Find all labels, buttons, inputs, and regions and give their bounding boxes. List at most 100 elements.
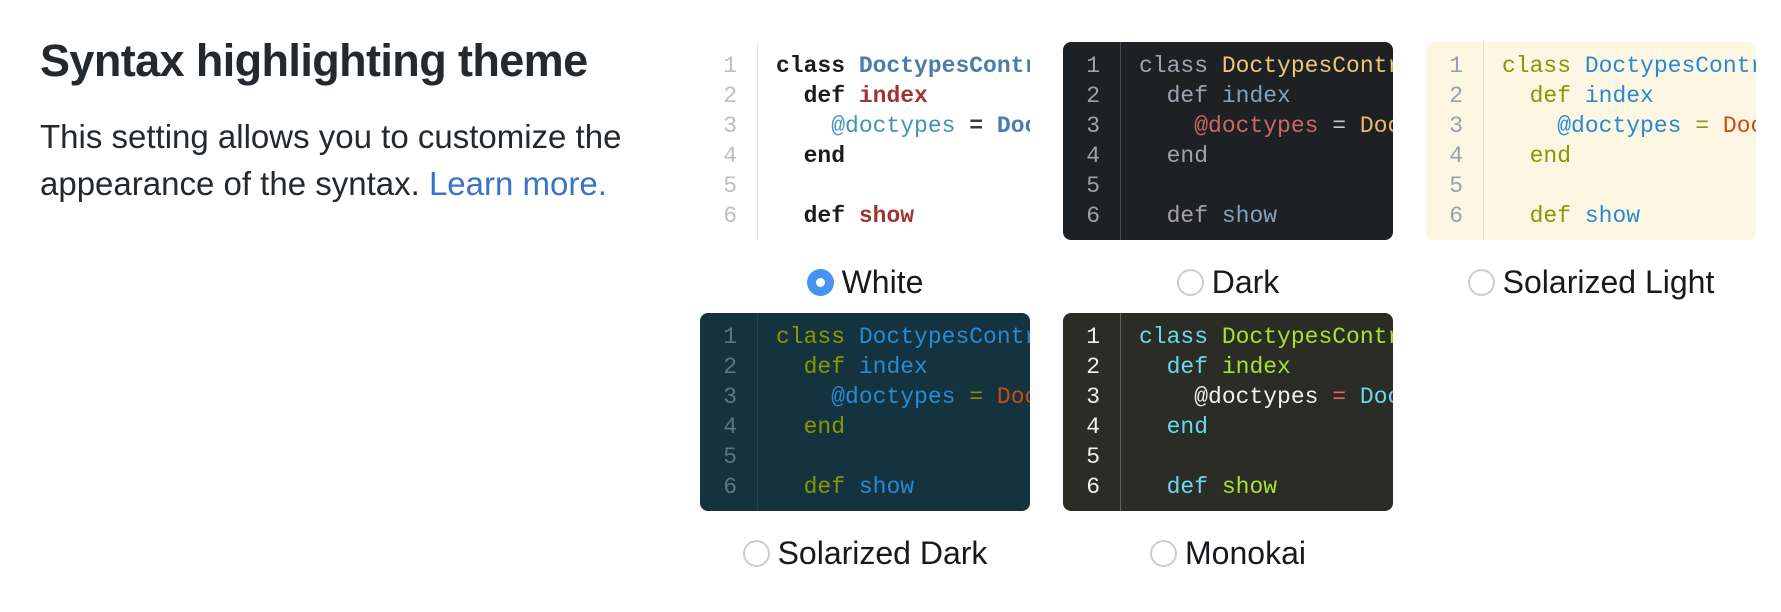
theme-option-white: 1 2 3 4 5 6 class DoctypesController def inde… <box>700 42 1030 313</box>
theme-preview-solarized-light[interactable]: 1 2 3 4 5 6 class DoctypesController def inde… <box>1426 42 1756 240</box>
line-number: 4 <box>723 143 737 169</box>
line-number: 3 <box>723 384 737 410</box>
code-line: def show <box>1529 203 1641 229</box>
line-number-gutter: 1 2 3 4 5 6 <box>1426 42 1484 240</box>
section-description: This setting allows you to customize the… <box>40 113 660 207</box>
code-line: class DoctypesController <box>776 324 1030 350</box>
line-number-gutter: 1 2 3 4 5 6 <box>700 313 758 511</box>
code-line: def show <box>803 474 915 500</box>
line-number-gutter: 1 2 3 4 5 6 <box>1063 313 1121 511</box>
code-line: end <box>1166 414 1209 440</box>
line-number: 5 <box>1086 173 1100 199</box>
line-number: 5 <box>1086 444 1100 470</box>
code-line: end <box>1529 143 1572 169</box>
code-line: def show <box>1166 474 1278 500</box>
line-number: 5 <box>723 173 737 199</box>
radio-label-solarized-dark[interactable]: Solarized Dark <box>777 535 988 571</box>
radio-label-solarized-light[interactable]: Solarized Light <box>1502 264 1715 300</box>
learn-more-link[interactable]: Learn more. <box>428 165 607 202</box>
line-number: 2 <box>723 83 737 109</box>
code-sample: class DoctypesController def index @doct… <box>758 42 1030 240</box>
code-line: class DoctypesController <box>776 53 1030 79</box>
theme-radio-row: Solarized Dark <box>700 511 1030 584</box>
line-number: 4 <box>1086 414 1100 440</box>
code-line: end <box>1166 143 1209 169</box>
code-line <box>1139 171 1393 201</box>
code-line: end <box>803 414 846 440</box>
code-line: def index <box>1166 83 1291 109</box>
settings-text-block: Syntax highlighting theme This setting a… <box>40 34 660 207</box>
line-number: 6 <box>1086 203 1100 229</box>
description-line2: appearance of the syntax. <box>40 165 429 202</box>
line-number: 4 <box>1086 143 1100 169</box>
line-number: 2 <box>1086 83 1100 109</box>
line-number: 3 <box>1086 384 1100 410</box>
code-line: def index <box>1166 354 1291 380</box>
code-line: @doctypes = Doctype.all <box>1194 384 1393 410</box>
code-line <box>1139 442 1393 472</box>
theme-option-solarized-dark: 1 2 3 4 5 6 class DoctypesController def inde… <box>700 313 1030 584</box>
radio-white[interactable] <box>806 269 834 296</box>
theme-radio-row: Monokai <box>1063 511 1393 584</box>
code-line: def index <box>803 83 928 109</box>
radio-solarized-light[interactable] <box>1467 269 1495 296</box>
line-number: 1 <box>1449 53 1463 79</box>
code-line: class DoctypesController <box>1139 324 1393 350</box>
line-number: 5 <box>1449 173 1463 199</box>
line-number: 2 <box>723 354 737 380</box>
code-line <box>1502 171 1756 201</box>
page-title: Syntax highlighting theme <box>40 35 588 86</box>
line-number: 5 <box>723 444 737 470</box>
theme-radio-row: Dark <box>1063 240 1393 313</box>
code-line: @doctypes = Doctype.all <box>831 113 1030 139</box>
theme-option-solarized-light: 1 2 3 4 5 6 class DoctypesController def inde… <box>1426 42 1756 313</box>
theme-radio-row: White <box>700 240 1030 313</box>
line-number: 2 <box>1086 354 1100 380</box>
line-number: 1 <box>723 324 737 350</box>
line-number: 2 <box>1449 83 1463 109</box>
code-line: def show <box>1166 203 1278 229</box>
line-number-gutter: 1 2 3 4 5 6 <box>700 42 758 240</box>
radio-monokai[interactable] <box>1150 540 1178 567</box>
code-line: end <box>803 143 846 169</box>
line-number: 1 <box>723 53 737 79</box>
line-number: 3 <box>1086 113 1100 139</box>
code-sample: class DoctypesController def index @doct… <box>758 313 1030 511</box>
line-number: 4 <box>723 414 737 440</box>
code-line: @doctypes = Doctype.all <box>831 384 1030 410</box>
radio-label-dark[interactable]: Dark <box>1211 264 1280 300</box>
code-line <box>776 171 1030 201</box>
theme-radio-row: Solarized Light <box>1426 240 1756 313</box>
code-line: @doctypes = Doctype.all <box>1194 113 1393 139</box>
code-line: class DoctypesController <box>1139 53 1393 79</box>
line-number: 4 <box>1449 143 1463 169</box>
theme-preview-solarized-dark[interactable]: 1 2 3 4 5 6 class DoctypesController def inde… <box>700 313 1030 511</box>
code-line: def show <box>803 203 915 229</box>
radio-label-monokai[interactable]: Monokai <box>1185 535 1306 571</box>
line-number: 6 <box>1449 203 1463 229</box>
theme-preview-white[interactable]: 1 2 3 4 5 6 class DoctypesController def inde… <box>700 42 1030 240</box>
code-sample: class DoctypesController def index @doct… <box>1121 313 1393 511</box>
line-number: 6 <box>723 474 737 500</box>
code-line: def index <box>1529 83 1654 109</box>
line-number: 3 <box>723 113 737 139</box>
radio-label-white[interactable]: White <box>841 264 924 300</box>
code-line: @doctypes = Doctype.all <box>1557 113 1756 139</box>
description-line1: This setting allows you to customize the <box>40 118 622 155</box>
radio-solarized-dark[interactable] <box>742 540 770 567</box>
line-number: 6 <box>1086 474 1100 500</box>
line-number: 6 <box>723 203 737 229</box>
radio-dark[interactable] <box>1176 269 1204 296</box>
theme-option-monokai: 1 2 3 4 5 6 class DoctypesController def inde… <box>1063 313 1393 584</box>
code-sample: class DoctypesController def index @doct… <box>1121 42 1393 240</box>
line-number: 3 <box>1449 113 1463 139</box>
line-number: 1 <box>1086 324 1100 350</box>
theme-grid: 1 2 3 4 5 6 class DoctypesController def inde… <box>700 42 1756 584</box>
theme-preview-monokai[interactable]: 1 2 3 4 5 6 class DoctypesController def inde… <box>1063 313 1393 511</box>
code-sample: class DoctypesController def index @doct… <box>1484 42 1756 240</box>
code-line <box>776 442 1030 472</box>
code-line: class DoctypesController <box>1502 53 1756 79</box>
